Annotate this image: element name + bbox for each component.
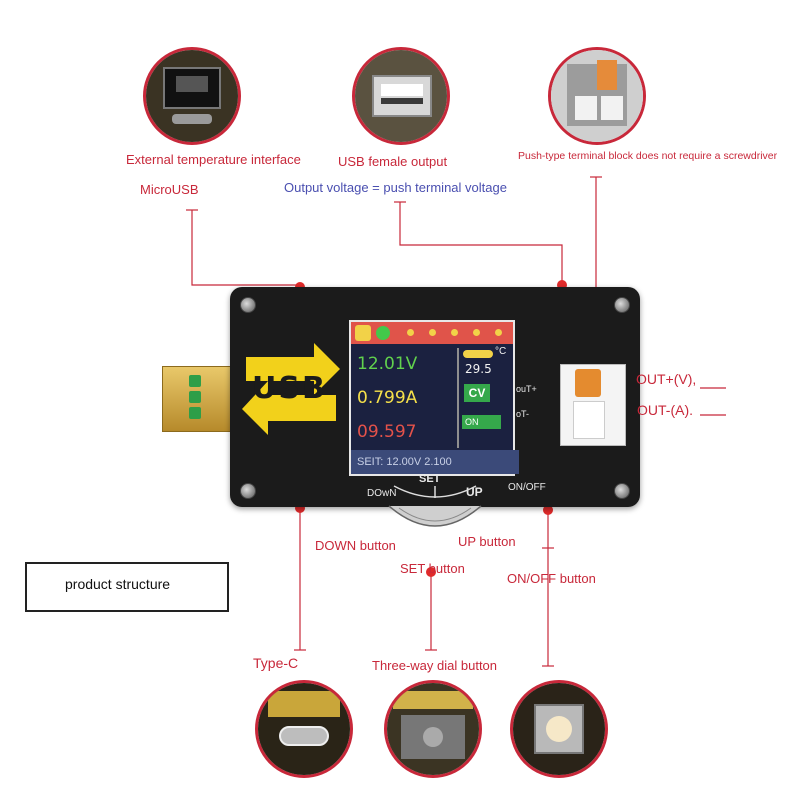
temperature-readout: 29.5 [465, 362, 492, 376]
lcd-screen: 12.01V 0.799A 09.597 °C 29.5 CV ON SEIT:… [349, 320, 519, 476]
microusb-port-photo [143, 47, 241, 145]
usb-pin [189, 407, 201, 419]
label-set-button: SET button [400, 561, 465, 576]
type-c-port-photo [255, 680, 353, 778]
status-dot [407, 329, 414, 336]
terminal-lever[interactable] [575, 369, 601, 397]
sun-icon [355, 325, 371, 341]
dial-down-marking: DOwN [367, 488, 397, 499]
label-onoff-button: ON/OFF button [507, 571, 596, 586]
screw-icon [240, 297, 256, 313]
screen-status-bar [351, 322, 513, 344]
label-push-terminal: Push-type terminal block does not requir… [518, 150, 778, 162]
label-type-c: Type-C [253, 655, 299, 671]
label-down-button: DOWN button [315, 538, 396, 553]
label-out-plus: OUT+(V), [636, 371, 697, 387]
label-output-voltage: Output voltage = push terminal voltage [284, 180, 507, 195]
out-plus-marking: ouT+ [516, 384, 537, 394]
screw-icon [614, 297, 630, 313]
thermometer-icon [463, 350, 493, 358]
product-structure-caption: product structure [25, 562, 229, 612]
status-dot [495, 329, 502, 336]
usb-male-plug [162, 366, 236, 432]
label-up-button: UP button [458, 534, 516, 549]
voltage-readout: 12.01V [357, 354, 418, 374]
on-badge: ON [462, 415, 501, 429]
dial-arc-icon [393, 485, 477, 498]
screw-icon [240, 483, 256, 499]
out-minus-marking: oT- [516, 409, 530, 419]
cv-badge: CV [464, 384, 490, 402]
status-dot [429, 329, 436, 336]
usb-pin [189, 391, 201, 403]
push-terminal-block[interactable] [560, 364, 626, 446]
label-three-way-dial: Three-way dial button [372, 658, 498, 673]
current-readout: 0.799A [357, 388, 418, 408]
label-microusb: MicroUSB [140, 182, 199, 197]
status-dot [473, 329, 480, 336]
caption-text: product structure [65, 576, 171, 592]
dial-set-marking: SET [419, 473, 441, 485]
temperature-unit: °C [495, 346, 507, 357]
usb-pin [189, 375, 201, 387]
arrows-icon [242, 343, 340, 435]
device-body: USB 12.01V 0.799A 09.597 °C 29.5 CV ON S… [230, 287, 640, 507]
usb-logo-text: USB [252, 371, 327, 406]
screen-divider [457, 348, 459, 448]
three-way-dial-wheel[interactable] [385, 500, 485, 540]
status-indicator [376, 326, 390, 340]
push-terminal-photo [548, 47, 646, 145]
label-external-temperature: External temperature interface [126, 152, 301, 167]
power-readout: 09.597 [357, 422, 417, 442]
label-usb-female-output: USB female output [338, 154, 448, 169]
onoff-marking: ON/OFF [508, 482, 546, 493]
dial-button-photo [384, 680, 482, 778]
status-dot [451, 329, 458, 336]
onoff-button-photo [510, 680, 608, 778]
usb-female-port-photo [352, 47, 450, 145]
set-line: SEIT: 12.00V 2.100 [351, 450, 519, 474]
terminal-slot [573, 401, 605, 439]
screw-icon [614, 483, 630, 499]
label-out-minus: OUT-(A). [637, 402, 693, 418]
usb-logo: USB [236, 325, 346, 445]
